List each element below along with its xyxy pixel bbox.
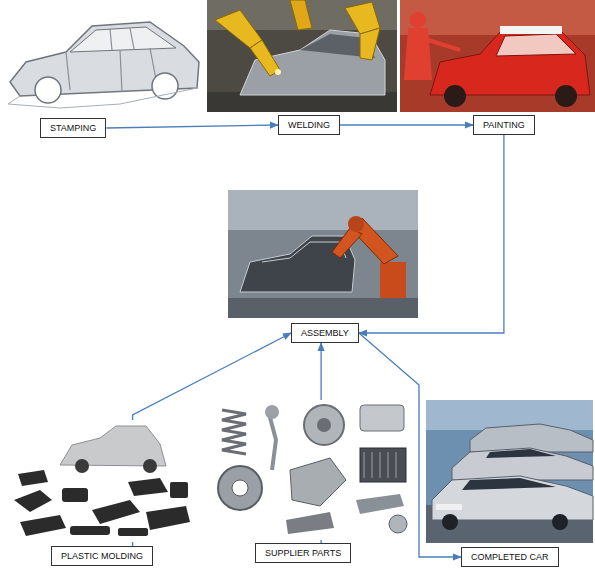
plastic-molding-photo-shape (20, 515, 66, 536)
plastic-molding-photo-shape (14, 490, 52, 512)
welding-photo-shape (360, 28, 380, 60)
label-text: ASSEMBLY (301, 328, 349, 338)
painting-photo-shape (410, 12, 426, 28)
supplier-parts-photo-shape (265, 405, 279, 419)
painting-photo-shape (496, 34, 576, 56)
plastic-molding-photo-shape (6, 420, 196, 542)
assembly-photo (228, 190, 418, 318)
supplier-parts-photo-shape (364, 452, 396, 478)
painting-photo (400, 0, 595, 112)
label-text: PLASTIC MOLDING (61, 551, 143, 561)
supplier-parts-photo-shape (360, 448, 406, 482)
completed-cars-photo-shape (426, 400, 593, 430)
supplier-parts-photo-shape (317, 418, 331, 432)
assembly-photo-shape (332, 228, 362, 258)
label-text: STAMPING (50, 123, 96, 133)
stage-label: PLASTIC MOLDING (51, 546, 153, 566)
supplier-parts-photo-shape (290, 458, 346, 506)
completed-cars-photo (426, 400, 593, 543)
welding-photo (207, 0, 397, 112)
plastic-molding-photo-shape (128, 478, 168, 496)
completed-cars-photo-shape (462, 478, 556, 490)
assembly-photo-shape (228, 298, 418, 318)
completed-cars-photo-shape (436, 504, 462, 510)
label-text: PAINTING (483, 120, 525, 130)
label-text: WELDING (288, 120, 330, 130)
plastic-molding-photo-shape (118, 528, 148, 536)
completed-cars-photo-shape (452, 448, 593, 480)
stage-label: STAMPING (40, 118, 106, 138)
stage-label: COMPLETED CAR (461, 547, 559, 567)
painting-photo-shape (555, 85, 577, 107)
painting-photo-shape (444, 85, 466, 107)
welding-photo-shape (290, 0, 312, 30)
completed-cars-photo-shape (470, 424, 593, 452)
supplier-parts-photo-shape (360, 405, 404, 431)
plastic-molding-photo-shape (18, 470, 48, 486)
completed-cars-photo-shape (426, 400, 593, 543)
stage-label: PAINTING (473, 115, 535, 135)
welding-photo-shape (215, 10, 262, 48)
welding-photo-shape (275, 69, 281, 75)
completed-cars-photo-shape (432, 476, 593, 520)
supplier-parts-photo-shape (232, 480, 248, 496)
painting-photo-shape (404, 28, 432, 80)
supplier-parts-photo-shape (304, 405, 344, 445)
completed-cars-photo-shape (486, 449, 556, 458)
completed-cars-photo-shape (552, 514, 568, 530)
plastic-molding-photo-shape (62, 488, 88, 502)
label-text: SUPPLIER PARTS (265, 548, 341, 558)
flow-arrow (106, 125, 278, 128)
welding-photo-shape (250, 40, 280, 76)
assembly-photo-shape (228, 190, 418, 318)
stage-label: SUPPLIER PARTS (255, 543, 351, 563)
painting-photo-shape (428, 40, 460, 50)
stamping-photo-shape (35, 77, 61, 103)
supplier-parts-photo-shape (356, 494, 404, 514)
stage-label: WELDING (278, 115, 340, 135)
welding-photo-shape (207, 0, 397, 112)
supplier-parts-photo-shape (286, 512, 334, 534)
stamping-photo-shape (66, 28, 158, 92)
plastic-molding-photo-shape (146, 506, 190, 530)
assembly-photo-shape (228, 190, 418, 230)
plastic-molding-photo-shape (70, 526, 110, 535)
plastic-molding-photo-shape (143, 459, 157, 473)
stamping-photo-shape (70, 27, 176, 52)
plastic-molding-photo-shape (75, 459, 89, 473)
painting-photo-shape (400, 0, 595, 112)
supplier-parts-photo-shape (212, 400, 412, 540)
supplier-parts-photo-shape (218, 466, 262, 510)
stamping-photo-shape (0, 0, 205, 112)
plastic-molding-photo-shape (92, 500, 140, 524)
stamping-photo (0, 0, 205, 112)
label-text: COMPLETED CAR (471, 552, 549, 562)
painting-photo-shape (400, 0, 595, 35)
stamping-photo-shape (8, 88, 197, 108)
supplier-parts-photo-shape (389, 515, 407, 533)
plastic-molding-photo-shape (170, 482, 188, 498)
flow-arrow (340, 124, 473, 125)
assembly-photo-shape (380, 262, 406, 298)
painting-photo-shape (500, 26, 562, 34)
supplier-parts-photo-shape (222, 410, 246, 454)
stage-label: ASSEMBLY (291, 323, 359, 343)
supplier-parts-photo (212, 400, 412, 540)
assembly-photo-shape (348, 216, 364, 232)
completed-cars-photo-shape (442, 514, 458, 530)
plastic-molding-photo (6, 420, 196, 542)
